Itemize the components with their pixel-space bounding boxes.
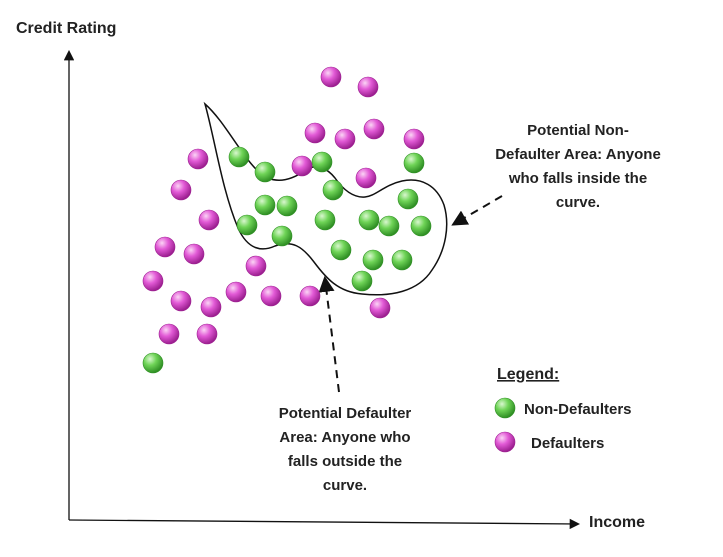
defaulter-point [170,290,192,312]
outside-arrow [318,275,340,393]
non-defaulter-point [397,188,419,210]
defaulter-point [196,323,218,345]
non-defaulter-point [362,249,384,271]
outside-annotation-line: Area: Anyone who [279,429,410,446]
non-defaulter-point [271,225,293,247]
defaulter-point [154,236,176,258]
inside-annotation: Potential Non- Defaulter Area: Anyone wh… [495,122,661,211]
outside-annotation: Potential Defaulter Area: Anyone who fal… [279,405,412,494]
defaulter-point [304,122,326,144]
non-defaulter-point [254,161,276,183]
non-defaulter-point [322,179,344,201]
non-defaulter-point [254,194,276,216]
non-defaulter-point [142,352,164,374]
legend: Legend: Non-Defaulters Defaulters [494,366,632,453]
non-defaulter-point [236,214,258,236]
defaulter-point [200,296,222,318]
non-defaulter-point [311,151,333,173]
defaulter-point [369,297,391,319]
non-defaulter-point [391,249,413,271]
defaulter-point [363,118,385,140]
non-defaulter-point [403,152,425,174]
defaulter-point [158,323,180,345]
defaulter-point [198,209,220,231]
legend-title: Legend: [497,366,559,383]
non-defaulter-point [276,195,298,217]
defaulter-point [187,148,209,170]
non-defaulter-point [228,146,250,168]
outside-annotation-line: curve. [323,477,367,494]
x-axis-label: Income [589,514,645,531]
defaulter-point [357,76,379,98]
defaulter-point [355,167,377,189]
defaulter-point [183,243,205,265]
defaulter-point [299,285,321,307]
non-defaulter-point [378,215,400,237]
inside-arrow [451,195,503,226]
y-axis-label: Credit Rating [16,20,116,37]
inside-annotation-line: Potential Non- [527,122,629,139]
x-axis [68,518,581,530]
non-defaulter-point [410,215,432,237]
legend-defaulter-marker [494,431,516,453]
defaulter-point [403,128,425,150]
legend-defaulters-label: Defaulters [531,435,604,452]
legend-non-defaulter-marker [494,397,516,419]
outside-annotation-line: Potential Defaulter [279,405,412,422]
defaulter-point [142,270,164,292]
non-defaulter-point [358,209,380,231]
inside-annotation-line: curve. [556,194,600,211]
defaulter-point [320,66,342,88]
legend-non-defaulters-label: Non-Defaulters [524,401,632,418]
defaulter-point [170,179,192,201]
non-defaulter-point [314,209,336,231]
defaulter-point [334,128,356,150]
inside-annotation-line: Defaulter Area: Anyone [495,146,661,163]
data-points [142,66,432,374]
non-defaulter-point [330,239,352,261]
defaulter-point [260,285,282,307]
non-defaulter-point [351,270,373,292]
defaulter-point [291,155,313,177]
defaulter-point [245,255,267,277]
defaulter-point [225,281,247,303]
outside-annotation-line: falls outside the [288,453,402,470]
inside-annotation-line: who falls inside the [508,170,647,187]
